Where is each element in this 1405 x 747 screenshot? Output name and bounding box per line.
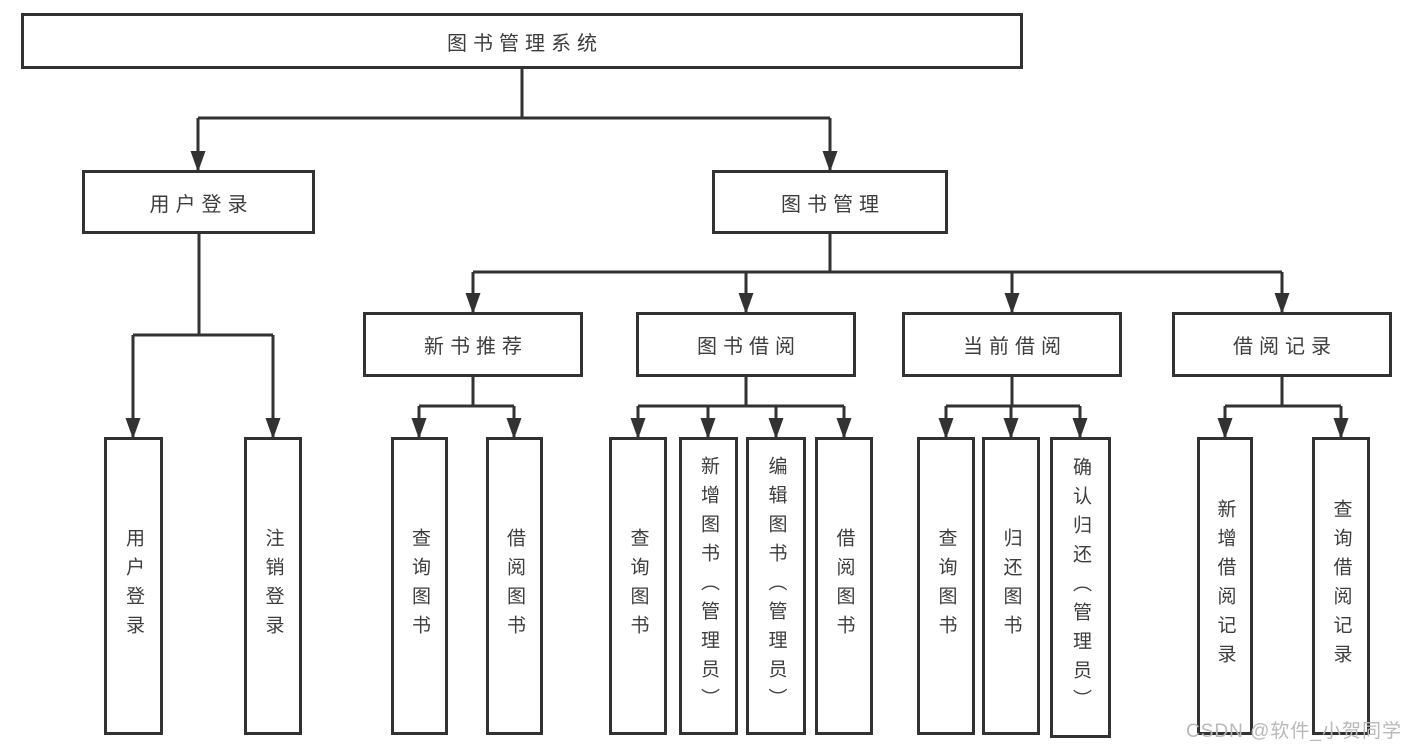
leaf-logout: 注销登录: [244, 437, 302, 735]
leaf-query-book-recommend: 查询图书: [391, 437, 448, 735]
connector-paths: [131, 69, 1343, 437]
node-book-management: 图书管理: [712, 170, 948, 234]
arrowheads: [125, 151, 1349, 439]
leaf-edit-book-admin: 编辑图书（管理员）: [746, 437, 806, 735]
leaf-add-book-admin: 新增图书（管理员）: [679, 437, 738, 735]
node-borrow-records: 借阅记录: [1172, 312, 1392, 377]
leaf-query-book-borrow: 查询图书: [609, 437, 667, 735]
leaf-query-book-current: 查询图书: [917, 437, 975, 735]
leaf-add-borrow-record: 新增借阅记录: [1197, 437, 1253, 735]
node-book-borrow: 图书借阅: [636, 312, 856, 377]
leaf-return-book: 归还图书: [982, 437, 1040, 735]
node-current-borrow: 当前借阅: [902, 312, 1122, 377]
node-user-login: 用户登录: [82, 170, 315, 234]
leaf-confirm-return-admin: 确认归还（管理员）: [1050, 437, 1111, 738]
node-library-management-system: 图书管理系统: [21, 13, 1023, 69]
leaf-query-borrow-record: 查询借阅记录: [1312, 437, 1370, 735]
node-new-book-recommend: 新书推荐: [363, 312, 583, 377]
leaf-borrow-book-recommend: 借阅图书: [486, 437, 543, 735]
leaf-user-login: 用户登录: [104, 437, 163, 735]
leaf-borrow-book: 借阅图书: [815, 437, 873, 735]
csdn-watermark: CSDN @软件_小贺同学: [1186, 721, 1402, 742]
